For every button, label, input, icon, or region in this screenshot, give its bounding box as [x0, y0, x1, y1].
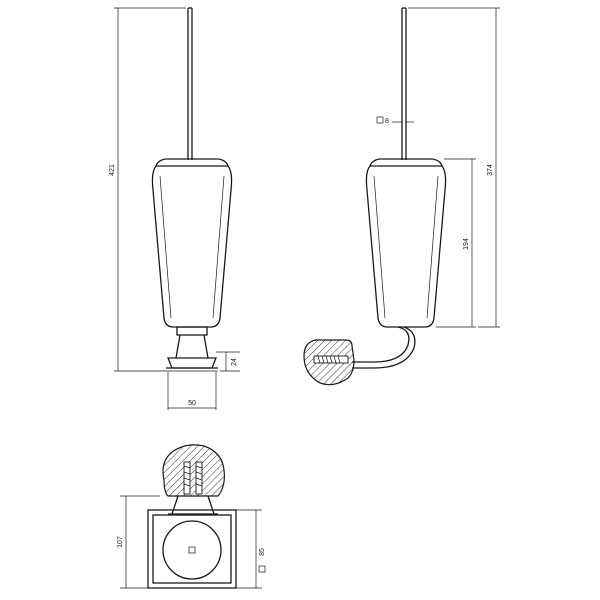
front-body	[151, 165, 233, 328]
top-body-circle	[162, 520, 222, 580]
dim-label-side-total-height: 374	[487, 164, 494, 176]
dim-label-front-base-height: 24	[231, 358, 238, 366]
front-lid	[155, 158, 229, 167]
dim-label-front-base-width: 50	[188, 400, 196, 407]
side-body	[365, 165, 447, 328]
dim-label-top-depth: 107	[117, 536, 124, 548]
dim-label-front-height: 421	[109, 164, 116, 176]
side-bracket-arm	[352, 326, 410, 363]
top-plate	[147, 509, 237, 589]
top-plate-inner	[152, 514, 232, 584]
dim-label-top-plate: 85	[259, 548, 266, 556]
top-view: 107 85	[117, 444, 266, 589]
side-view: 8 194 374	[303, 7, 500, 386]
top-neck	[171, 495, 215, 515]
dim-label-side-body-height: 194	[463, 238, 470, 250]
square-symbol-icon	[376, 116, 384, 124]
top-wall-mount-section	[162, 444, 225, 497]
top-center-hole	[188, 546, 196, 554]
front-base	[167, 357, 217, 369]
front-neck	[176, 326, 208, 336]
side-lid	[369, 158, 443, 167]
square-symbol-icon-top	[258, 565, 266, 573]
dim-label-handle-square: 8	[385, 118, 389, 125]
front-view: 421 24 50	[109, 7, 240, 410]
